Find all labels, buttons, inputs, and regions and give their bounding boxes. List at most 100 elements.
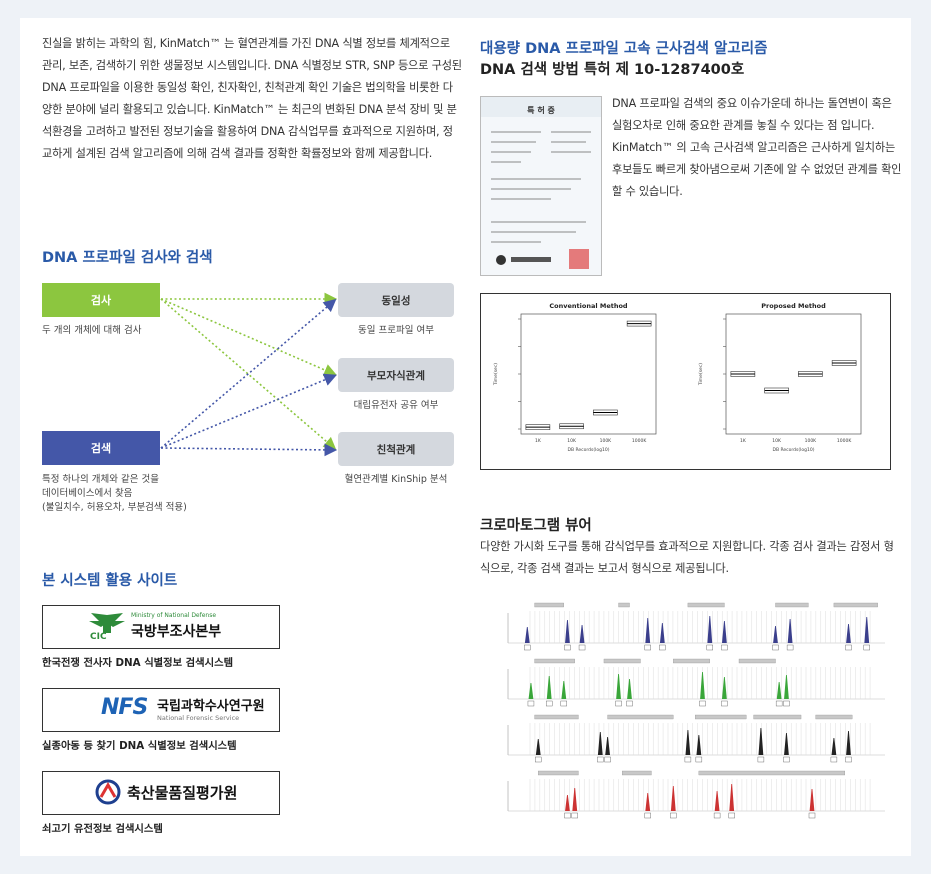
allele-label-box	[845, 756, 852, 763]
allele-label-box	[786, 644, 794, 651]
arrow-inspect-parent	[160, 298, 337, 377]
peak-mark	[535, 738, 541, 756]
peak-mark	[597, 731, 603, 756]
allele-label-box	[644, 812, 651, 819]
inspect-desc: 두 개의 개체에 대해 검사	[42, 325, 142, 336]
search-desc: 특정 하나의 개체와 같은 것을 데이터베이스에서 찾음 (불일치수, 허용오차…	[42, 473, 187, 515]
allele-label-box	[571, 812, 578, 819]
allele-label-box	[626, 700, 633, 707]
patent-subtitle: DNA 검색 방법 특허 제 10-1287400호	[480, 62, 745, 78]
peak-mark	[565, 794, 570, 812]
peak-mark	[722, 620, 727, 644]
chromatogram-image	[480, 598, 890, 830]
site-logo-mnd[interactable]: CIC Ministry of National Defense 국방부조사본부	[42, 605, 280, 649]
allele-label-box	[772, 644, 779, 651]
allele-label-box	[783, 756, 790, 763]
x-tick-label: 10K	[567, 438, 577, 444]
target-identity-box: 동일성	[338, 283, 454, 317]
allele-label-box	[699, 700, 706, 707]
peak-mark	[645, 617, 651, 644]
allele-label-box	[845, 644, 852, 651]
peak-mark	[546, 675, 552, 700]
search-desc-line: (불일치수, 허용오차, 부분검색 적용)	[42, 502, 187, 513]
x-tick-label: 1K	[535, 438, 542, 444]
allele-label-box	[695, 756, 703, 763]
allele-label-box	[560, 700, 568, 707]
site-logo-sub: National Forensic Service	[157, 714, 240, 722]
site-caption-nfs: 실종아동 등 찾기 DNA 식별정보 검색시스템	[42, 740, 237, 752]
target-parent-box: 부모자식관계	[338, 358, 454, 392]
allele-label-box	[808, 812, 816, 819]
eagle-emblem-icon	[89, 613, 125, 633]
allele-label-box	[863, 644, 870, 651]
allele-label-box	[545, 700, 553, 707]
peak-mark	[700, 671, 705, 700]
marker-bar	[695, 714, 747, 720]
site-caption-mnd: 한국전쟁 전사자 DNA 식별정보 검색시스템	[42, 657, 234, 669]
peak-mark	[846, 623, 851, 644]
peak-mark	[784, 732, 789, 756]
marker-bar	[618, 602, 630, 608]
marker-bar	[775, 602, 809, 608]
patent-title: 대용량 DNA 프로파일 고속 근사검색 알고리즘	[480, 41, 768, 57]
marker-bar	[753, 714, 802, 720]
allele-label-box	[535, 756, 542, 763]
peak-mark	[524, 626, 530, 644]
marker-bar	[815, 714, 853, 720]
marker-bar	[687, 602, 725, 608]
inspect-label: 검사	[90, 294, 112, 307]
cic-emblem-text: CIC	[90, 632, 107, 642]
x-tick-label: 1000K	[837, 438, 852, 444]
chart-title: Proposed Method	[761, 302, 826, 310]
search-desc-line: 특정 하나의 개체와 같은 것을	[42, 474, 159, 485]
marker-bar	[603, 658, 641, 664]
peak-mark	[605, 736, 610, 756]
marker-bar	[538, 770, 579, 776]
sites-section-title: 본 시스템 활용 사이트	[42, 573, 178, 589]
allele-label-box	[728, 812, 735, 819]
peak-mark	[831, 737, 837, 756]
target-identity-desc: 동일 프로파일 여부	[358, 325, 434, 336]
peak-mark	[864, 616, 870, 644]
target-parent-label: 부모자식관계	[367, 369, 425, 382]
peak-mark	[809, 788, 815, 812]
flow-arrows	[160, 292, 338, 457]
intro-paragraph: 진실을 밝히는 과학의 힘, KinMatch™ 는 혈연관계를 가진 DNA …	[42, 37, 462, 160]
patent-certificate-image: 특 허 증	[480, 96, 602, 276]
marker-bar	[607, 714, 674, 720]
peak-mark	[776, 681, 782, 700]
site-logo-name: 축산물품질평가원	[127, 784, 238, 802]
peak-mark	[627, 678, 632, 700]
peak-mark	[722, 676, 727, 700]
marker-bar	[738, 658, 776, 664]
search-label: 검색	[90, 442, 112, 455]
allele-label-box	[644, 644, 651, 651]
search-desc-line: 데이터베이스에서 찾음	[42, 488, 133, 499]
peak-mark	[758, 727, 764, 756]
x-tick-label: 100K	[805, 438, 818, 444]
y-axis-label: Time(sec)	[698, 363, 704, 386]
allele-label-box	[597, 756, 604, 763]
allele-label-box	[615, 700, 622, 707]
target-kin-label: 친척관계	[376, 443, 416, 456]
chromatogram-svg	[507, 602, 885, 819]
peak-mark	[707, 615, 713, 644]
site-logo-nfs[interactable]: NFS 국립과학수사연구원 National Forensic Service	[42, 688, 280, 732]
allele-label-box	[564, 812, 571, 819]
x-tick-label: 10K	[772, 438, 782, 444]
allele-label-box	[604, 756, 611, 763]
peak-mark	[685, 729, 691, 756]
marker-bar	[534, 658, 575, 664]
patent-description: DNA 프로파일 검색의 중요 이슈가운데 하나는 돌연변이 혹은 실험오차로 …	[612, 97, 902, 198]
site-logo-name: 국립과학수사연구원	[157, 699, 265, 714]
page: 진실을 밝히는 과학의 힘, KinMatch™ 는 혈연관계를 가진 DNA …	[20, 18, 911, 856]
site-logo-ekape[interactable]: 축산물품질평가원	[42, 771, 280, 815]
site-logo-sub: Ministry of National Defense	[131, 612, 217, 619]
peak-mark	[659, 622, 665, 644]
peak-mark	[696, 734, 702, 756]
viewer-description: 다양한 가시화 도구를 통해 감식업무를 효과적으로 지원합니다. 각종 검사 …	[480, 540, 894, 575]
plot-frame	[520, 313, 657, 435]
allele-label-box	[706, 644, 714, 651]
certificate-lines-icon	[481, 97, 601, 269]
